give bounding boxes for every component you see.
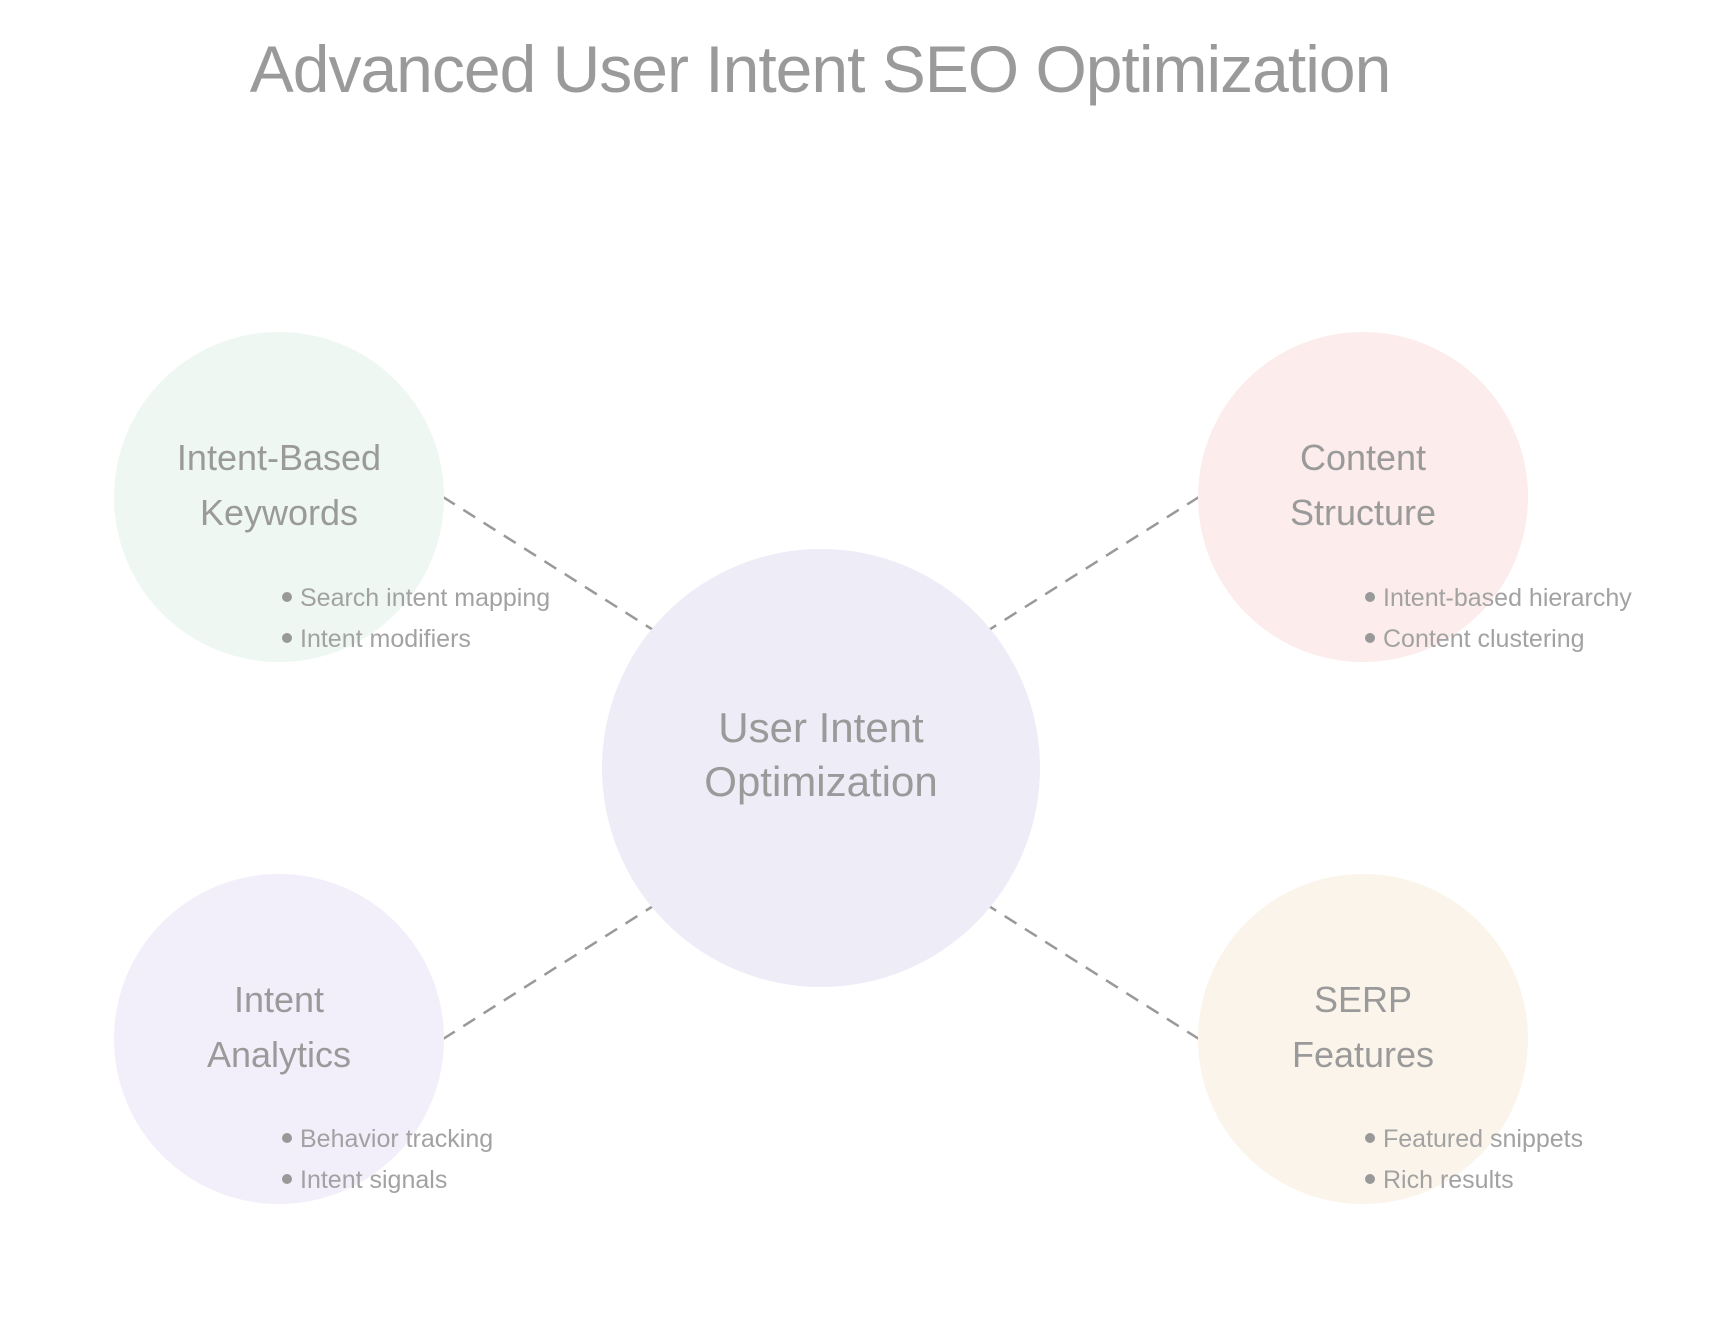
node-circle: [1198, 874, 1528, 1204]
center-node[interactable]: User Intent Optimization: [602, 549, 1040, 987]
bullet-item: Intent signals: [300, 1166, 447, 1194]
connector-content-structure: [983, 495, 1200, 635]
node-label-line-1: Intent-Based: [177, 437, 381, 478]
node-circle: [1198, 332, 1528, 662]
bullet-item: Intent-based hierarchy: [1383, 584, 1632, 612]
node-label-line-2: Analytics: [207, 1034, 351, 1075]
node-serp-features[interactable]: SERP Features Featured snippets Rich res…: [1198, 874, 1583, 1204]
bullet-item: Search intent mapping: [300, 584, 550, 612]
node-label-line-2: Keywords: [200, 492, 358, 533]
bullet-item: Behavior tracking: [300, 1125, 493, 1153]
diagram-title: Advanced User Intent SEO Optimization: [250, 32, 1391, 106]
center-node-label-line-2: Optimization: [704, 758, 937, 805]
center-node-circle: [602, 549, 1040, 987]
bullet-dot: [1365, 633, 1375, 643]
bullet-item: Content clustering: [1383, 625, 1585, 653]
node-label-line-1: Intent: [234, 979, 324, 1020]
bullet-item: Rich results: [1383, 1166, 1514, 1194]
bullet-item: Intent modifiers: [300, 625, 471, 653]
bullet-dot: [1365, 592, 1375, 602]
node-label-line-2: Features: [1292, 1034, 1434, 1075]
bullet-dot: [1365, 1133, 1375, 1143]
bullet-dot: [282, 592, 292, 602]
connector-intent-analytics: [442, 901, 659, 1041]
node-intent-analytics[interactable]: Intent Analytics Behavior tracking Inten…: [114, 874, 493, 1204]
bullet-dot: [282, 1133, 292, 1143]
bullet-dot: [282, 633, 292, 643]
node-label-line-1: SERP: [1314, 979, 1412, 1020]
node-circle: [114, 332, 444, 662]
connector-intent-based-keywords: [442, 495, 659, 635]
bullet-dot: [1365, 1174, 1375, 1184]
connector-serp-features: [983, 901, 1200, 1041]
node-content-structure[interactable]: Content Structure Intent-based hierarchy…: [1198, 332, 1632, 662]
bullet-dot: [282, 1174, 292, 1184]
center-node-label-line-1: User Intent: [718, 704, 924, 751]
bullet-item: Featured snippets: [1383, 1125, 1583, 1153]
node-intent-based-keywords[interactable]: Intent-Based Keywords Search intent mapp…: [114, 332, 550, 662]
connectors: [442, 495, 1200, 1041]
node-circle: [114, 874, 444, 1204]
node-label-line-1: Content: [1300, 437, 1426, 478]
node-label-line-2: Structure: [1290, 492, 1436, 533]
